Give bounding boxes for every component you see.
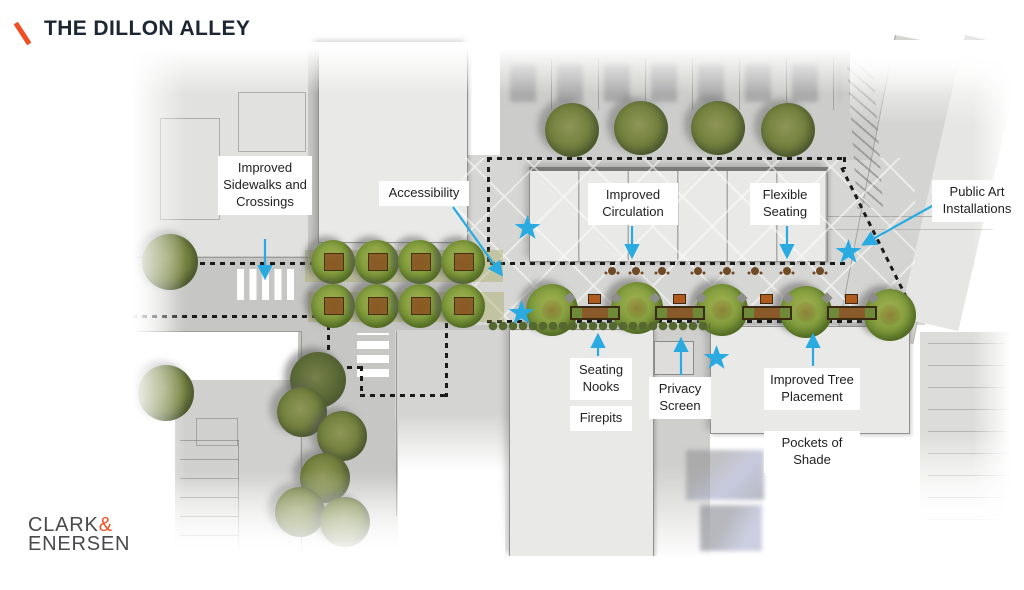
boundary-dashed-line bbox=[180, 262, 845, 265]
title-accent-slash-icon bbox=[13, 21, 32, 46]
tree-icon bbox=[317, 411, 367, 461]
tree-planter bbox=[411, 297, 431, 315]
seating-nook-bench bbox=[742, 306, 792, 320]
parking-stall-lines-bottom-left bbox=[180, 440, 239, 555]
building-northwest bbox=[318, 45, 468, 243]
clark-enersen-logo: CLARK& ENERSEN bbox=[28, 515, 131, 555]
plaza-area-south bbox=[395, 330, 511, 470]
annotation-improved-circulation: Improved Circulation bbox=[588, 183, 678, 225]
tree-icon bbox=[691, 101, 745, 155]
cafe-table-icon bbox=[723, 267, 731, 275]
seating-nook-bench bbox=[570, 306, 620, 320]
boundary-dashed-line bbox=[132, 315, 332, 318]
annotation-firepits: Firepits bbox=[570, 406, 632, 431]
curb-line bbox=[396, 331, 397, 516]
logo-line2: ENERSEN bbox=[28, 533, 131, 555]
utility-structure bbox=[654, 341, 694, 375]
cafe-table-icon bbox=[658, 267, 666, 275]
curb-line bbox=[301, 331, 302, 556]
firepit-icon bbox=[588, 294, 601, 304]
cafe-table-icon bbox=[751, 267, 759, 275]
annotation-public-art: Public Art Installations bbox=[932, 180, 1022, 222]
tree-icon bbox=[614, 101, 668, 155]
firepit-icon bbox=[673, 294, 686, 304]
annotation-privacy-screen: Privacy Screen bbox=[649, 377, 711, 419]
fade-bottom bbox=[0, 556, 1024, 590]
tree-planter bbox=[454, 253, 474, 271]
tree-icon bbox=[275, 487, 325, 537]
cafe-table-icon bbox=[632, 267, 640, 275]
curb-line bbox=[132, 331, 302, 332]
boundary-dashed-line bbox=[487, 157, 490, 263]
crosswalk-west bbox=[237, 269, 295, 300]
logo-enersen-text: ENERSEN bbox=[28, 533, 131, 555]
annotation-improved-sidewalks: Improved Sidewalks and Crossings bbox=[218, 156, 312, 215]
building-outline-faint bbox=[238, 92, 306, 152]
parking-stall-lines-bottom-right bbox=[928, 340, 1018, 520]
tree-icon bbox=[142, 234, 198, 290]
tree-icon bbox=[320, 497, 370, 547]
annotation-accessibility: Accessibility bbox=[379, 181, 469, 206]
annotation-pockets-of-shade: Pockets of Shade bbox=[764, 431, 860, 473]
boundary-dashed-line bbox=[327, 315, 330, 369]
boundary-dashed-line bbox=[360, 366, 363, 397]
boundary-dashed-line bbox=[327, 366, 362, 369]
boundary-dashed-line bbox=[487, 157, 843, 160]
annotation-seating-nooks: Seating Nooks bbox=[570, 358, 632, 400]
tree-planter bbox=[454, 297, 474, 315]
tree-planter bbox=[324, 253, 344, 271]
firepit-icon bbox=[845, 294, 858, 304]
curb-line bbox=[132, 257, 312, 258]
cafe-table-icon bbox=[816, 267, 824, 275]
tree-planter bbox=[324, 297, 344, 315]
car-blob-bottom-center-2 bbox=[700, 505, 762, 551]
tree-planter bbox=[411, 253, 431, 271]
building-outline-faint bbox=[160, 118, 220, 220]
privacy-hedge bbox=[488, 322, 710, 331]
boundary-dashed-line bbox=[445, 323, 448, 397]
cafe-table-icon bbox=[608, 267, 616, 275]
cafe-table-icon bbox=[783, 267, 791, 275]
tree-icon bbox=[864, 289, 916, 341]
tree-planter bbox=[368, 253, 388, 271]
tree-icon bbox=[138, 365, 194, 421]
parked-cars-top bbox=[510, 64, 840, 102]
utility-outline-faint bbox=[196, 418, 238, 446]
firepit-icon bbox=[760, 294, 773, 304]
seating-nook-bench bbox=[827, 306, 877, 320]
car-blob-bottom-center bbox=[686, 450, 764, 500]
cafe-table-icon bbox=[694, 267, 702, 275]
seating-nook-bench bbox=[655, 306, 705, 320]
page-title: THE DILLON ALLEY bbox=[44, 17, 251, 40]
tree-icon bbox=[761, 103, 815, 157]
boundary-dashed-line bbox=[360, 394, 448, 397]
annotation-flexible-seating: Flexible Seating bbox=[750, 183, 820, 225]
boundary-dashed-line bbox=[843, 157, 846, 169]
tree-icon bbox=[545, 103, 599, 157]
annotation-improved-tree-placement: Improved Tree Placement bbox=[764, 368, 860, 410]
tree-planter bbox=[368, 297, 388, 315]
